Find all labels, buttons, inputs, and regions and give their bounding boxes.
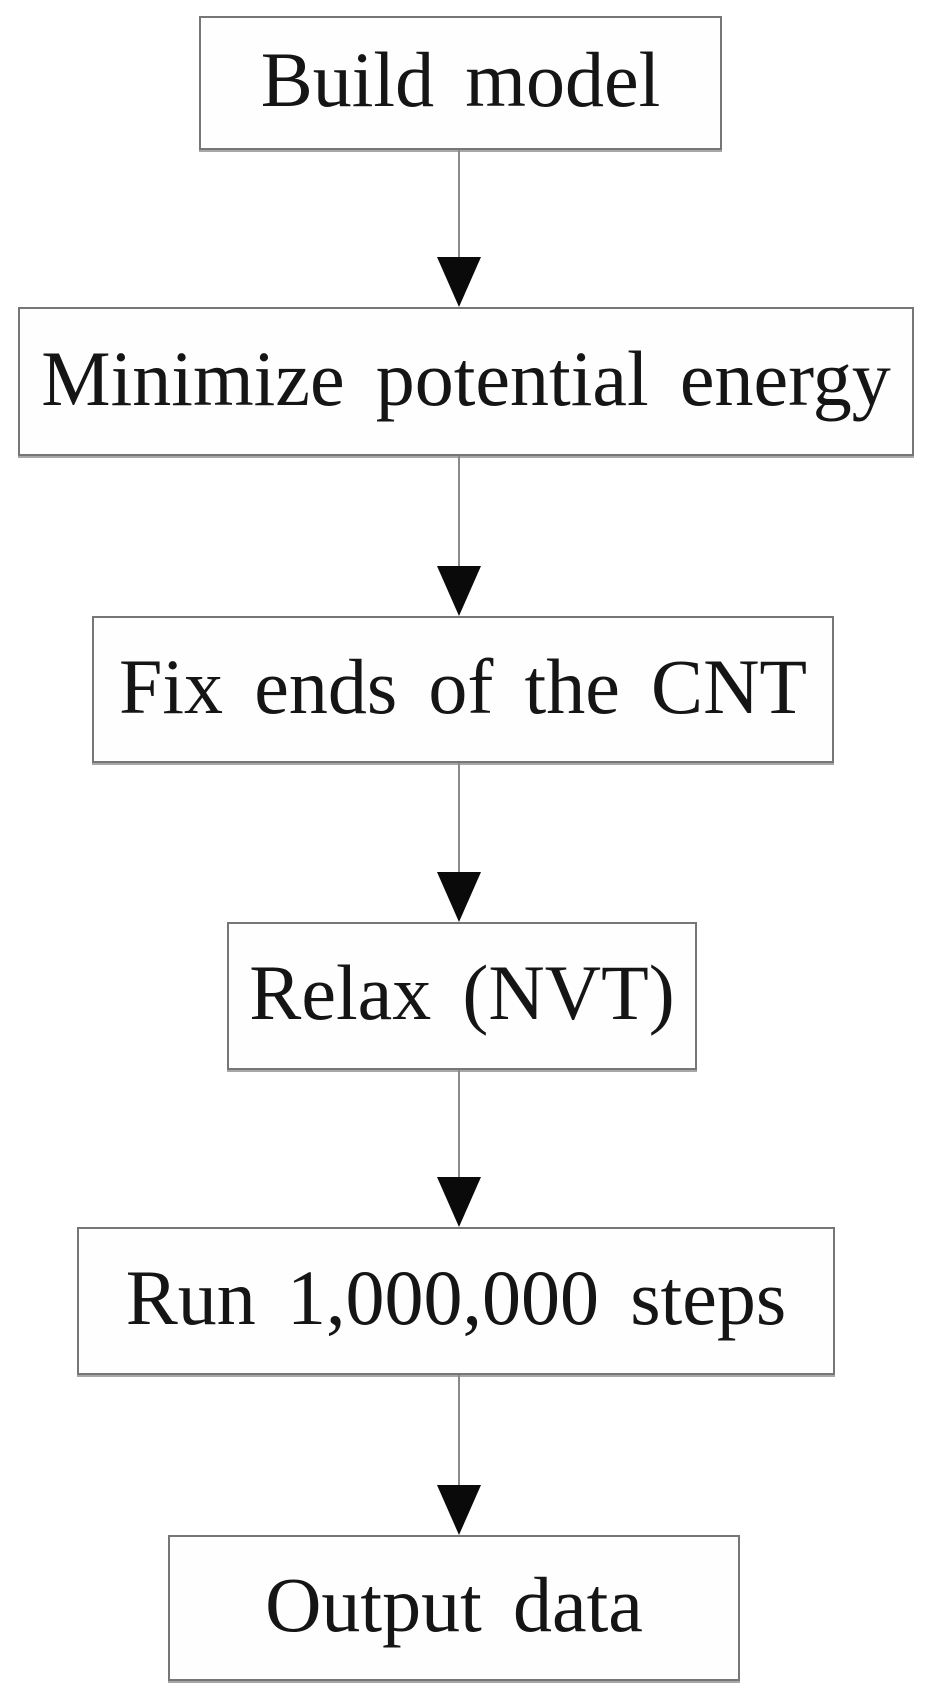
flow-step-label: Run 1,000,000 steps [125, 1254, 787, 1341]
flow-step-fix-ends-of-cnt: Fix ends of the CNT [92, 616, 834, 763]
arrow-line [458, 150, 460, 257]
arrowhead-down-icon [437, 1177, 481, 1227]
flow-step-build-model: Build model [199, 16, 722, 150]
flow-step-minimize-potential-energy: Minimize potential energy [18, 307, 914, 456]
flow-step-run-steps: Run 1,000,000 steps [77, 1227, 835, 1375]
arrowhead-down-icon [437, 257, 481, 307]
flow-step-output-data: Output data [168, 1535, 740, 1681]
flow-step-label: Fix ends of the CNT [118, 642, 808, 730]
arrowhead-down-icon [437, 872, 481, 922]
connector-arrow-2 [436, 456, 482, 616]
connector-arrow-5 [436, 1375, 482, 1535]
flow-step-label: Minimize potential energy [41, 334, 891, 422]
connector-arrow-4 [436, 1070, 482, 1227]
flow-step-label: Relax (NVT) [249, 949, 675, 1036]
arrow-line [458, 1375, 460, 1485]
connector-arrow-3 [436, 763, 482, 922]
arrow-line [458, 456, 460, 566]
flow-step-label: Output data [265, 1561, 643, 1648]
arrow-line [458, 763, 460, 872]
arrowhead-down-icon [437, 566, 481, 616]
arrowhead-down-icon [437, 1485, 481, 1535]
arrow-line [458, 1070, 460, 1177]
flow-step-label: Build model [260, 36, 661, 123]
connector-arrow-1 [436, 150, 482, 307]
flow-step-relax-nvt: Relax (NVT) [227, 922, 697, 1070]
